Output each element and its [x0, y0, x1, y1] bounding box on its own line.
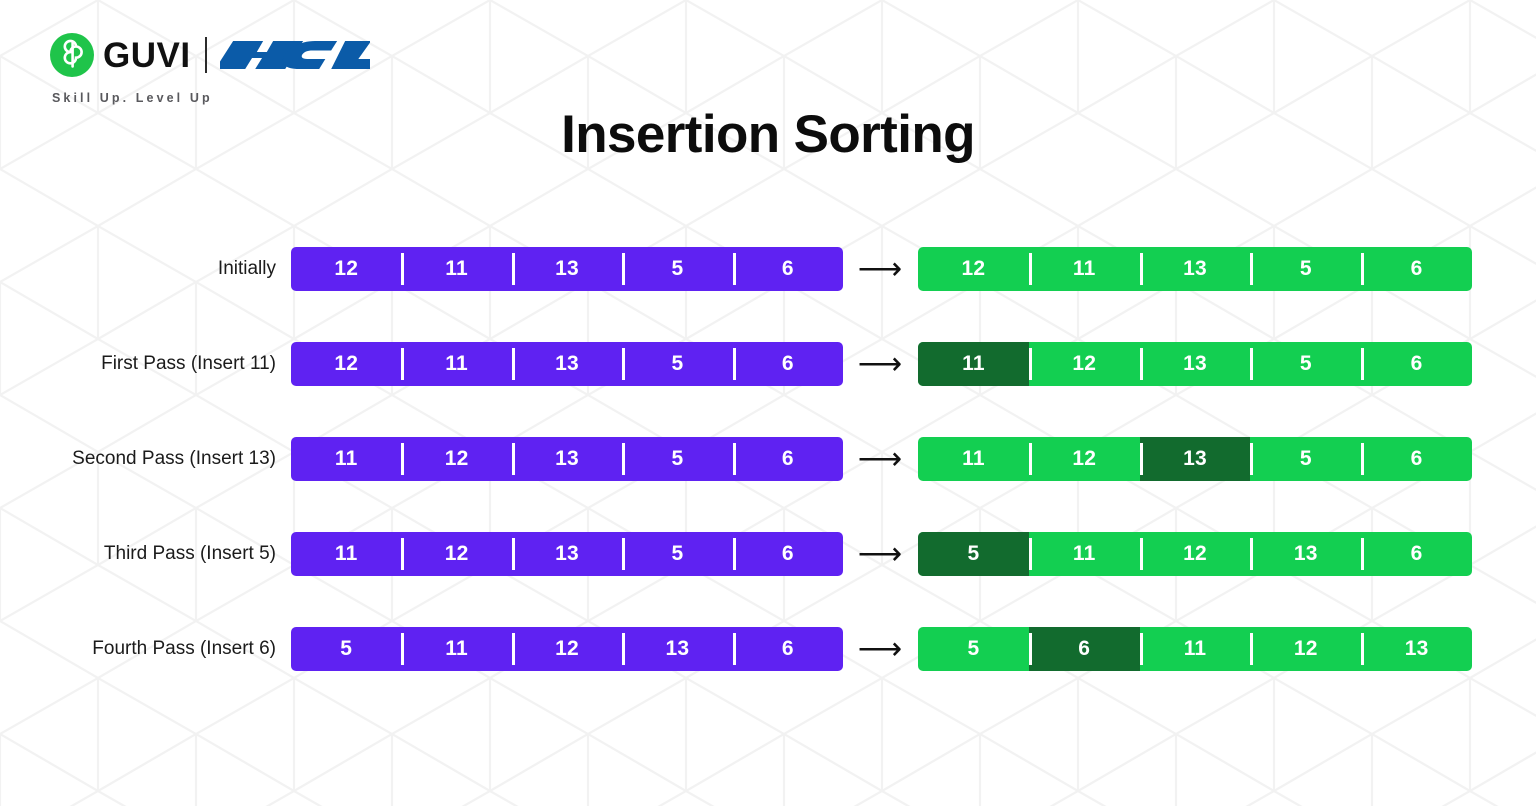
array-cell: 12 — [511, 627, 622, 671]
array-cell-highlighted: 5 — [918, 532, 1029, 576]
array-cell: 5 — [1250, 437, 1361, 481]
array-cell: 12 — [334, 352, 359, 375]
array-cell: 13 — [1361, 627, 1472, 671]
array-cell: 12 — [401, 437, 511, 481]
array-cell: 6 — [732, 342, 843, 386]
array-cell: 5 — [340, 637, 353, 660]
page-title: Insertion Sorting — [561, 105, 975, 164]
array-cell: 12 — [1139, 532, 1251, 576]
array-cell: 11 — [401, 247, 511, 291]
array-cell: 13 — [622, 627, 732, 671]
array-cell: 11 — [334, 447, 358, 470]
hcl-logo-icon — [219, 41, 370, 69]
array-cell: 11 — [1028, 247, 1140, 291]
array-cell: 12 — [1028, 437, 1140, 481]
array-cell-highlighted: 11 — [918, 342, 1029, 386]
array-cell: 5 — [622, 532, 732, 576]
array-cell: 13 — [1139, 247, 1251, 291]
array-cell-highlighted: 6 — [1028, 627, 1140, 671]
step-label: Fourth Pass (Insert 6) — [92, 638, 276, 659]
array-cell: 5 — [1250, 247, 1361, 291]
brand-header: GUVI Skill Up. Level Up — [50, 30, 370, 105]
array-cell: 12 — [334, 257, 359, 280]
right-arrow-icon: ⟶ — [857, 631, 903, 666]
step-label: First Pass (Insert 11) — [101, 353, 276, 374]
array-cell: 5 — [622, 247, 732, 291]
array-cell: 11 — [401, 342, 511, 386]
guvi-wordmark: GUVI — [103, 35, 191, 75]
array-cell: 6 — [732, 627, 843, 671]
array-cell-highlighted: 13 — [1139, 437, 1251, 481]
array-cell: 5 — [622, 437, 732, 481]
array-cell: 6 — [732, 532, 843, 576]
array-cell: 13 — [1250, 532, 1361, 576]
array-cell: 6 — [1361, 532, 1472, 576]
array-cell: 11 — [1139, 627, 1251, 671]
brand-divider — [204, 37, 207, 73]
array-cell: 5 — [967, 637, 980, 660]
step-label: Second Pass (Insert 13) — [72, 448, 276, 469]
array-cell: 13 — [511, 342, 622, 386]
array-cell: 13 — [511, 247, 622, 291]
array-cell: 11 — [1028, 532, 1140, 576]
array-cell: 12 — [1250, 627, 1361, 671]
brand-logo-row: GUVI — [50, 30, 370, 80]
array-cell: 6 — [732, 437, 843, 481]
array-cell: 13 — [511, 532, 622, 576]
array-cell: 12 — [961, 257, 986, 280]
array-cell: 11 — [401, 627, 511, 671]
array-cell: 12 — [401, 532, 511, 576]
array-cell: 6 — [732, 247, 843, 291]
array-cell: 6 — [1361, 247, 1472, 291]
array-cell: 5 — [1250, 342, 1361, 386]
array-cell: 13 — [511, 437, 622, 481]
guvi-circle-g-icon — [50, 33, 94, 77]
right-arrow-icon: ⟶ — [857, 536, 903, 571]
right-arrow-icon: ⟶ — [857, 441, 903, 476]
array-cell: 6 — [1361, 437, 1472, 481]
step-label: Third Pass (Insert 5) — [103, 543, 276, 564]
right-arrow-icon: ⟶ — [857, 346, 903, 381]
array-cell: 5 — [622, 342, 732, 386]
step-label: Initially — [217, 258, 276, 279]
array-cell: 11 — [962, 447, 985, 470]
array-cell: 11 — [334, 542, 358, 565]
right-arrow-icon: ⟶ — [857, 251, 903, 286]
array-cell: 12 — [1028, 342, 1140, 386]
brand-tagline: Skill Up. Level Up — [52, 91, 213, 105]
array-cell: 13 — [1139, 342, 1251, 386]
array-cell: 6 — [1361, 342, 1472, 386]
